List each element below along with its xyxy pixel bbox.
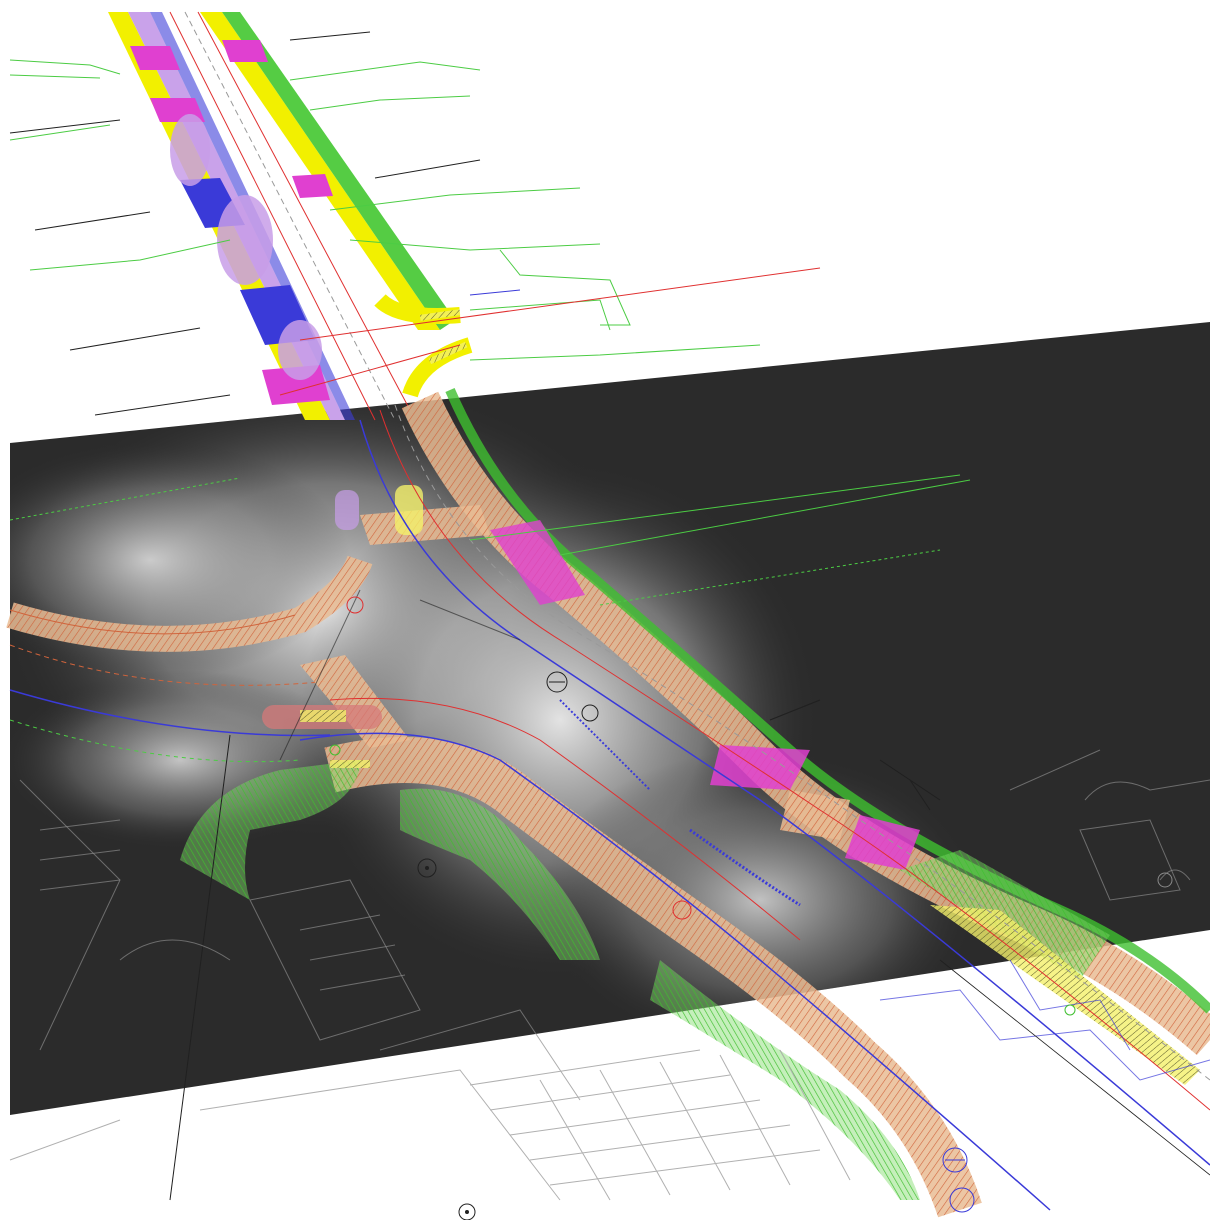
kerb-strip-east <box>200 12 440 330</box>
manhole-symbol <box>546 671 568 693</box>
manhole-symbol <box>346 596 364 614</box>
road-line-c <box>197 11 411 411</box>
street-light-symbol <box>942 1147 968 1173</box>
crossing-block-6 <box>222 40 268 62</box>
tree-symbol <box>417 858 437 878</box>
heat-glow-south <box>540 750 980 1050</box>
north-linework <box>9 31 821 416</box>
tactile-refuge-west <box>300 710 346 722</box>
crossing-south-west <box>300 655 410 748</box>
plan-symbols <box>329 596 1173 1220</box>
street-light-symbol <box>949 1187 975 1213</box>
road-line-a <box>169 11 376 421</box>
crossing-east-3 <box>845 815 920 870</box>
heatmap-plane <box>10 322 1210 1115</box>
crossing-block-1 <box>130 46 180 70</box>
west-arm <box>6 485 490 763</box>
tree-symbol <box>458 1203 476 1220</box>
heat-glow-south-west <box>10 670 360 850</box>
street-light-symbol <box>1157 872 1173 888</box>
tree-symbol <box>329 744 341 756</box>
lilac-island-1 <box>217 195 273 285</box>
dark-linework <box>19 749 1210 1101</box>
crossing-block-5 <box>262 365 330 405</box>
manhole-symbol <box>672 900 692 920</box>
crossing-east-1 <box>490 520 585 605</box>
tactile-south <box>330 760 370 768</box>
tree-symbol <box>1064 1004 1076 1016</box>
bellmouth-se-kerb <box>402 337 473 398</box>
lilac-island-3 <box>278 320 322 380</box>
manhole-symbol <box>581 704 599 722</box>
lilac-island-north <box>335 490 359 530</box>
crossing-block-7 <box>292 174 333 198</box>
verge-south-east <box>650 960 920 1200</box>
verge-south-west <box>180 760 360 900</box>
footway-west-arm-north <box>6 555 373 652</box>
crossing-east-2 <box>710 745 810 790</box>
south-parking-grid <box>9 959 1210 1201</box>
north-road <box>108 11 473 421</box>
footway-south <box>324 737 982 1218</box>
verge-south-centre <box>400 788 600 960</box>
tactile-paving-se <box>428 341 468 365</box>
tactile-paving-ne <box>419 309 461 321</box>
crossing-north <box>360 505 490 545</box>
road-line-b <box>184 11 396 421</box>
tactile-strip-east <box>930 905 1200 1085</box>
junction-linework <box>9 404 1210 1211</box>
lilac-island-2 <box>170 114 210 186</box>
east-arm <box>401 388 1210 1085</box>
verge-east <box>222 12 455 330</box>
kerb-island-north <box>395 485 423 535</box>
south-arm <box>180 737 982 1218</box>
carriageway-edge-west <box>9 689 331 737</box>
